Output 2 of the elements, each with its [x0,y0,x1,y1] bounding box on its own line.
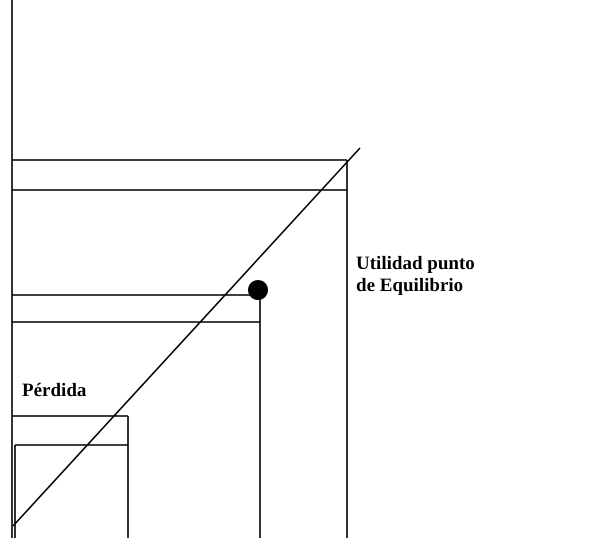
annotation-label: Pérdida [22,380,88,402]
annotation-label: Utilidad punto de Equilibrio [356,253,476,297]
